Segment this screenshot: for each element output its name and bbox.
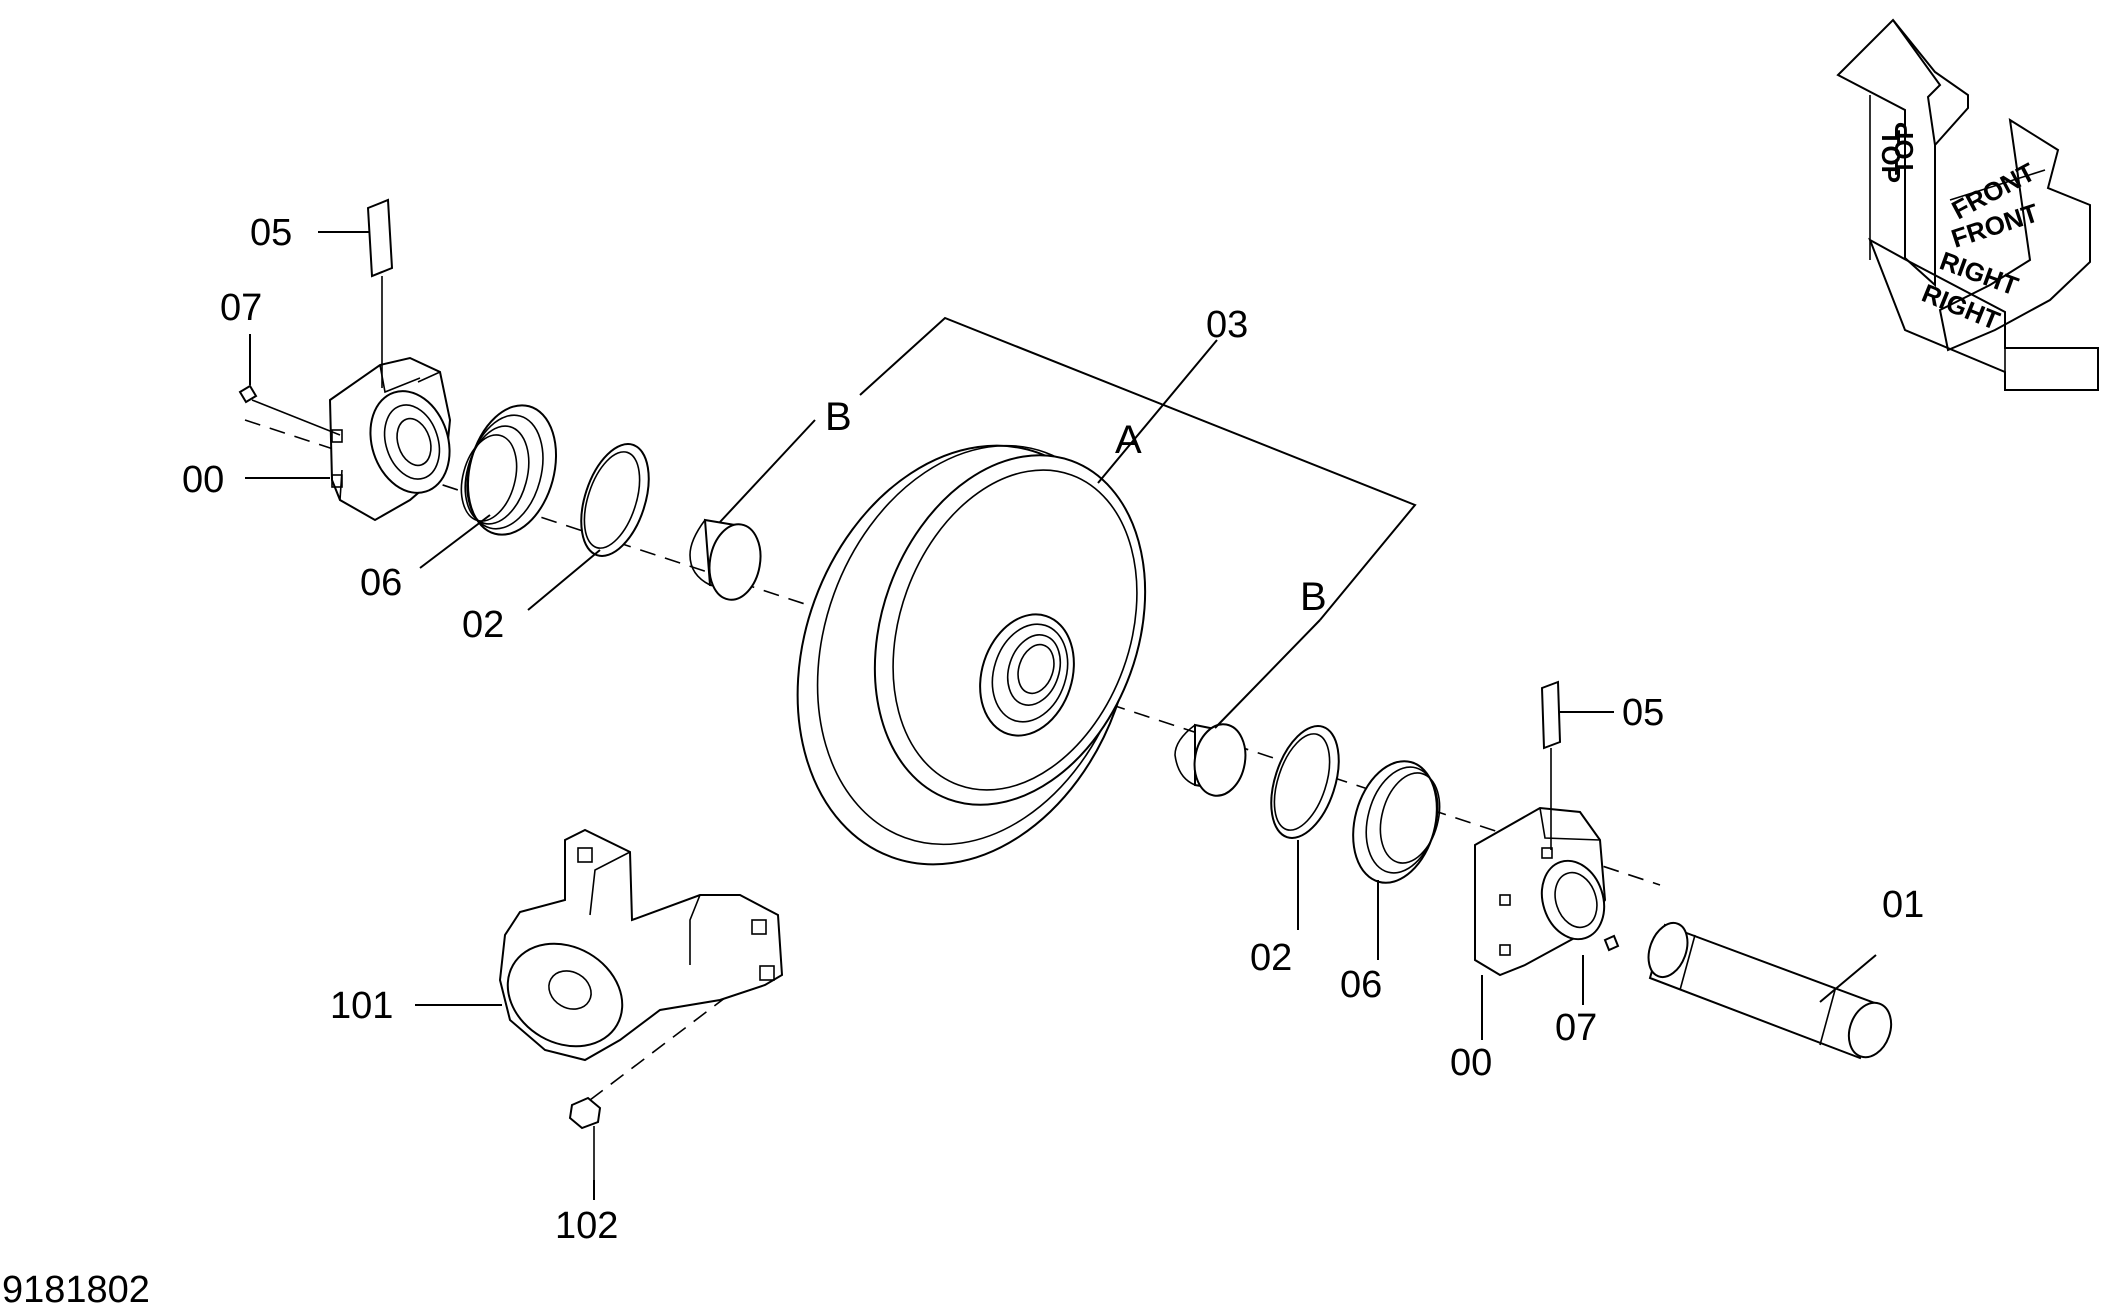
grease-fitting-07-left <box>238 384 258 404</box>
callout-05-right: 05 <box>1622 692 1664 734</box>
orientation-symbol: TOP TOP FRONT FRONT RIGHT RIGHT <box>1836 18 2099 391</box>
bearing-housing-right <box>1474 806 1607 977</box>
seal-06-left <box>460 404 558 536</box>
callout-102: 102 <box>555 1205 618 1247</box>
callout-02-right: 02 <box>1250 937 1292 979</box>
callout-06-left: 06 <box>360 562 402 604</box>
drawing-number: 9181802 <box>2 1269 150 1311</box>
callout-05-left: 05 <box>250 212 292 254</box>
callout-01: 01 <box>1882 884 1924 926</box>
pin-05-right <box>1540 680 1562 850</box>
top-arrow <box>1836 18 1969 288</box>
ring-02-right <box>1270 725 1340 839</box>
seal-06-right <box>1352 760 1441 884</box>
orientation-top-label-2: TOP <box>1889 122 1919 175</box>
idler-wheel-03 <box>796 444 1147 866</box>
callout-A: A <box>1115 418 1142 462</box>
front-arrow <box>1938 118 2091 352</box>
callout-00-right: 00 <box>1450 1042 1492 1084</box>
shaft-01 <box>1647 921 1893 1060</box>
callout-101: 101 <box>330 985 393 1027</box>
bushing-right <box>1174 723 1247 797</box>
grease-fitting-07-right <box>1603 934 1620 952</box>
orientation-top-label-1: TOP <box>1876 130 1906 183</box>
callout-07-left: 07 <box>220 287 262 329</box>
pin-05-left <box>366 198 394 388</box>
ring-02-left <box>580 443 650 557</box>
callout-00-left: 00 <box>182 459 224 501</box>
leader-lines <box>245 231 1877 1200</box>
bearing-housing-left <box>328 356 452 522</box>
callout-B-right: B <box>1300 575 1327 619</box>
callout-06-right: 06 <box>1340 964 1382 1006</box>
right-arrow <box>1868 237 2099 391</box>
callout-07-right: 07 <box>1555 1007 1597 1049</box>
bolt-102 <box>568 1096 602 1180</box>
callout-02-left: 02 <box>462 604 504 646</box>
bushing-left <box>689 518 762 601</box>
callout-03: 03 <box>1206 304 1248 346</box>
callout-B-left: B <box>825 395 852 439</box>
bracket-101 <box>498 828 784 1062</box>
